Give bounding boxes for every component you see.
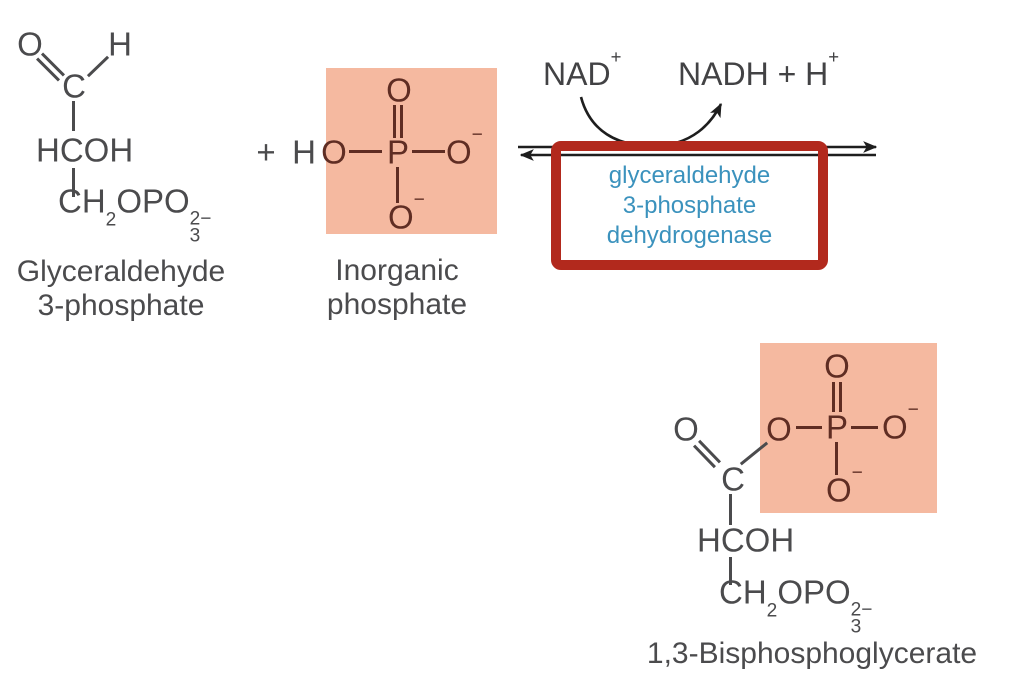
bpg-hcoh: HCOH [697, 521, 795, 559]
bpg-carbonyl-double-bond [692, 439, 722, 469]
pi-p-o-bond [412, 150, 445, 153]
g3p-ch-bond [86, 55, 110, 78]
pi-oxygen-left: O [321, 133, 347, 171]
bpg-ester-oxygen: O [766, 410, 792, 448]
enzyme-name-line2: 3-phosphate [622, 191, 757, 219]
g3p-name-line1: Glyceraldehyde [16, 255, 226, 288]
bpg-p-o-double-bond [832, 382, 842, 412]
nad-nadh-curved-arrow [579, 96, 723, 148]
bpg-oxygen-bottom: O− [826, 462, 863, 509]
bpg-oxygen-right: O− [882, 399, 919, 446]
pi-name-label: Inorganic phosphate [327, 254, 467, 322]
pi-oxygen-right: O− [446, 124, 483, 171]
pi-p-o-double-bond [393, 105, 403, 138]
g3p-aldehyde-hydrogen: H [108, 25, 132, 63]
pi-oxygen-bottom: O− [388, 189, 425, 236]
g3p-carbonyl-double-bond [36, 52, 65, 82]
bpg-oxygen-top: O [824, 347, 850, 385]
g3p-name-label: Glyceraldehyde 3-phosphate [17, 255, 225, 323]
bpg-phosphorus: P [825, 408, 849, 446]
g3p-carbonyl-oxygen: O [17, 25, 43, 63]
phosphate-highlight-square-bpg [760, 343, 937, 513]
bpg-o-p-bond [796, 426, 822, 429]
bpg-p-o-bottom-bond [835, 442, 838, 475]
bpg-name-line: 1,3-Bisphosphoglycerate [646, 637, 978, 670]
bpg-c2-c3-bond [729, 557, 732, 585]
pi-name-line2: phosphate [326, 288, 468, 321]
pi-p-o-bottom-bond [396, 167, 399, 203]
g3p-name-line2: 3-phosphate [37, 289, 205, 322]
g3p-c2-c3-bond [72, 168, 75, 197]
pi-oxygen-top: O [386, 71, 412, 109]
g3p-c1-c2-bond [72, 101, 75, 131]
enzyme-name-line3: dehydrogenase [606, 221, 773, 249]
pi-hydroxyl-h: H [292, 133, 316, 171]
pi-name-line1: Inorganic [335, 254, 459, 287]
pi-o-p-bond [349, 150, 382, 153]
plus-sign: + [256, 133, 276, 171]
g3p-c1: C [62, 67, 86, 105]
enzyme-name-line1: glyceraldehyde [608, 161, 771, 189]
bpg-c1-c2-bond [729, 494, 732, 525]
bpg-p-o-right-bond [851, 426, 878, 429]
bpg-c1: C [721, 460, 745, 498]
pi-phosphorus: P [386, 133, 410, 171]
bpg-carbonyl-oxygen: O [673, 410, 699, 448]
bpg-name-label: 1,3-Bisphosphoglycerate [647, 637, 977, 671]
enzyme-annotation-box: glyceraldehyde 3-phosphate dehydrogenase [551, 141, 828, 270]
nadh-label: NADH + H+ [678, 46, 840, 92]
nad-label: NAD+ [543, 46, 622, 92]
g3p-hcoh: HCOH [36, 131, 134, 169]
